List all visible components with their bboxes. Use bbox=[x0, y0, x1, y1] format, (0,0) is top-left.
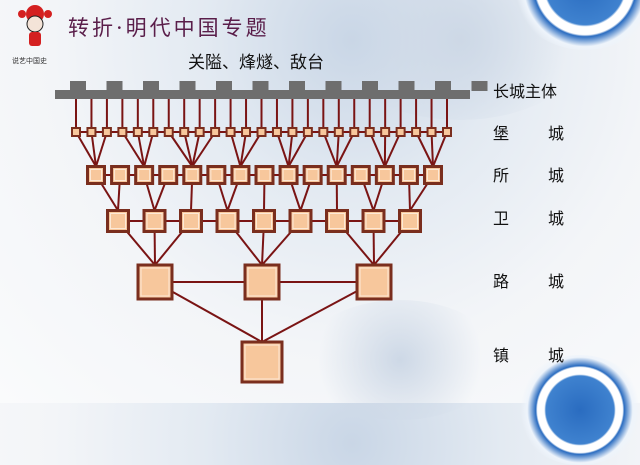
wall-merlon bbox=[180, 81, 196, 91]
bao-fort-box bbox=[366, 128, 374, 136]
legend-row-right: 城 bbox=[548, 205, 564, 229]
lu-fort-box bbox=[138, 265, 172, 299]
legend-row-left: 镇 bbox=[493, 342, 509, 366]
zhen-fort-box bbox=[242, 342, 282, 382]
wall-merlon bbox=[107, 81, 123, 91]
legend-row-right: 城 bbox=[548, 268, 564, 292]
legend-heading: 长城主体 bbox=[493, 78, 557, 102]
bao-fort-box bbox=[242, 128, 250, 136]
lu-fort-box bbox=[245, 265, 279, 299]
bao-fort-box bbox=[196, 128, 204, 136]
hierarchy-connector bbox=[433, 132, 447, 167]
bao-fort-box bbox=[180, 128, 188, 136]
hierarchy-connector bbox=[277, 132, 289, 167]
legend-row-left: 卫 bbox=[493, 205, 509, 229]
lu-fort-box bbox=[357, 265, 391, 299]
bao-fort-box bbox=[273, 128, 281, 136]
hierarchy-connector bbox=[370, 132, 385, 167]
bao-fort-box bbox=[443, 128, 451, 136]
bao-fort-box bbox=[134, 128, 142, 136]
bao-fort-box bbox=[87, 128, 95, 136]
legend-row-right: 城 bbox=[548, 162, 564, 186]
bao-fort-box bbox=[118, 128, 126, 136]
bao-fort-box bbox=[397, 128, 405, 136]
bao-fort-box bbox=[288, 128, 296, 136]
bao-fort-box bbox=[350, 128, 358, 136]
legend-row-right: 城 bbox=[548, 120, 564, 144]
bao-fort-box bbox=[103, 128, 111, 136]
legend-row-left: 堡 bbox=[493, 120, 509, 144]
bao-fort-box bbox=[412, 128, 420, 136]
great-wall-hierarchy-diagram bbox=[0, 0, 640, 403]
hierarchy-connector bbox=[231, 132, 241, 167]
hierarchy-connector bbox=[144, 132, 153, 167]
wall-merlon bbox=[253, 81, 269, 91]
legend-row-right: 城 bbox=[548, 342, 564, 366]
wall-merlon bbox=[399, 81, 415, 91]
wall-body bbox=[55, 90, 470, 99]
wall-merlon bbox=[216, 81, 232, 91]
bao-fort-box bbox=[335, 128, 343, 136]
wall-merlon bbox=[70, 81, 86, 91]
bao-fort-box bbox=[304, 128, 312, 136]
legend-row-left: 路 bbox=[493, 268, 509, 292]
legend-row-left: 所 bbox=[493, 162, 509, 186]
bao-fort-box bbox=[381, 128, 389, 136]
wall-merlon bbox=[143, 81, 159, 91]
wall-merlon bbox=[289, 81, 305, 91]
wall-merlon bbox=[472, 81, 488, 91]
bao-fort-box bbox=[165, 128, 173, 136]
wall-merlon bbox=[362, 81, 378, 91]
hierarchy-connector bbox=[385, 132, 401, 167]
wall-merlon bbox=[435, 81, 451, 91]
hierarchy-connector bbox=[96, 132, 107, 167]
hierarchy-connector bbox=[416, 132, 433, 167]
bao-fort-box bbox=[258, 128, 266, 136]
bao-fort-box bbox=[72, 128, 80, 136]
bao-fort-box bbox=[319, 128, 327, 136]
bao-fort-box bbox=[428, 128, 436, 136]
hierarchy-connector bbox=[323, 132, 336, 167]
hierarchy-connector bbox=[432, 132, 433, 167]
bao-fort-box bbox=[211, 128, 219, 136]
bao-fort-box bbox=[227, 128, 235, 136]
wall-merlon bbox=[326, 81, 342, 91]
bao-fort-box bbox=[149, 128, 157, 136]
